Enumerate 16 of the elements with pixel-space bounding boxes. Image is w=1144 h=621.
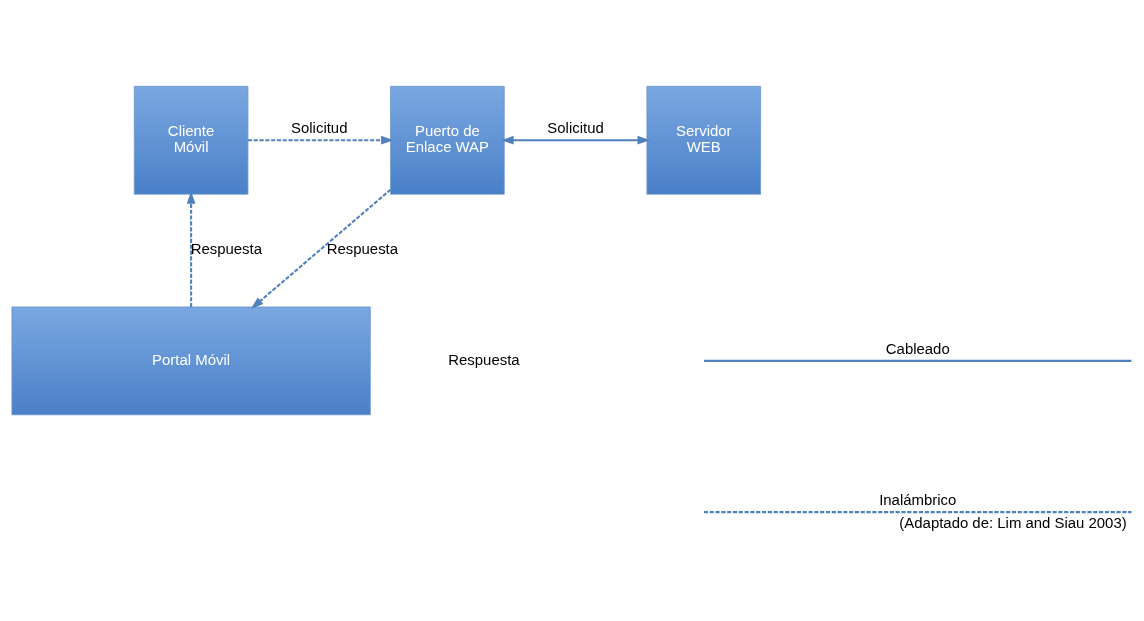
edge-label: Respuesta [326,239,399,257]
edge-label: Respuesta [190,239,263,257]
node-box: Servidor WEB [646,85,761,195]
edge-label: Solicitud [291,118,348,136]
caption: (Adaptado de: Lim and Siau 2003) [899,513,1127,531]
node-box: Cliente Móvil [133,85,249,195]
node-box: Portal Móvil [11,306,371,415]
legend-label: Inalámbrico [879,490,957,508]
arrow [251,188,392,309]
label: Respuesta [448,350,520,368]
node-box: Puerto de Enlace WAP [390,85,505,195]
arrow [501,135,650,145]
arrow [248,135,394,145]
arrow [186,190,196,307]
edge-label: Solicitud [547,118,604,136]
legend-label: Cableado [885,339,950,357]
